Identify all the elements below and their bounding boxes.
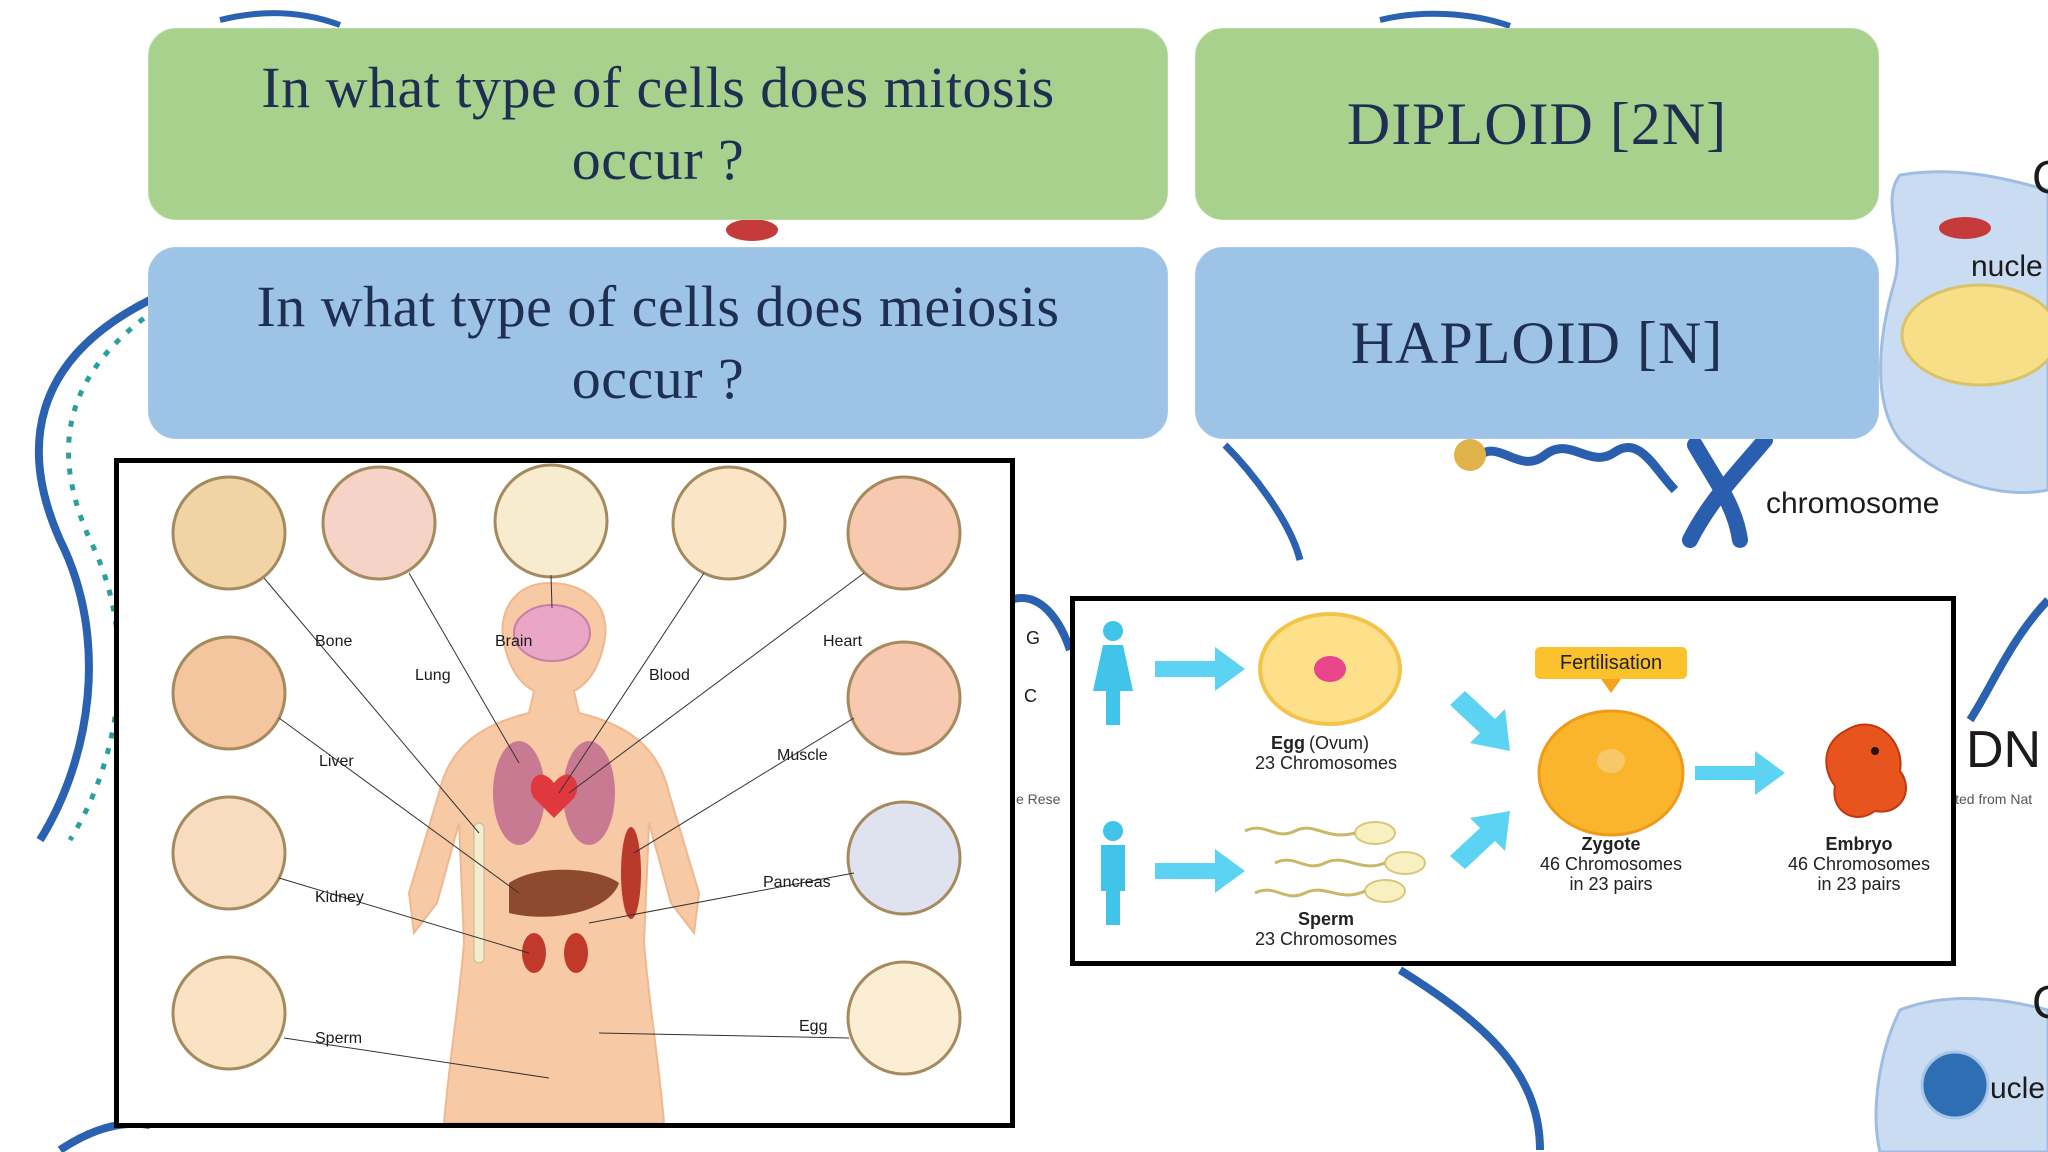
zygote-nucleus-icon bbox=[1597, 749, 1625, 773]
liver-cell-circle bbox=[171, 635, 287, 751]
muscle-cell-circle bbox=[846, 640, 962, 756]
sperm-cell-circle bbox=[171, 955, 287, 1071]
dna-strand-right bbox=[1222, 442, 1304, 561]
kidney-left-icon bbox=[522, 933, 546, 973]
chromosome-x-2 bbox=[1687, 437, 1748, 548]
female-figure-head bbox=[1103, 621, 1123, 641]
dna-strand-top bbox=[219, 10, 342, 28]
bone-icon bbox=[473, 822, 485, 964]
embryo-pairs: in 23 pairs bbox=[1817, 874, 1900, 894]
kidney-cell-circle bbox=[171, 795, 287, 911]
arrow-zygote-to-embryo bbox=[1695, 751, 1785, 795]
nucleus-label-top: nucle bbox=[1971, 250, 2043, 283]
credit-left: e Rese bbox=[1016, 791, 1061, 807]
zygote-count: 46 Chromosomes bbox=[1540, 854, 1682, 874]
sperm-title: Sperm bbox=[1298, 909, 1354, 929]
label-egg: Egg bbox=[799, 1018, 828, 1035]
arrow-sperm-to-zygote bbox=[1450, 811, 1510, 869]
mitochondrion-icon bbox=[1939, 217, 1991, 239]
dna-letter-g: G bbox=[1026, 628, 1041, 648]
label-liver: Liver bbox=[319, 753, 354, 770]
heart-icon bbox=[530, 774, 578, 818]
body-cells-illustration bbox=[171, 463, 962, 1123]
sperm-count: 23 Chromosomes bbox=[1255, 929, 1397, 949]
liver-icon bbox=[509, 869, 619, 917]
sperm-tails bbox=[1244, 826, 1386, 898]
dna-strand-bottom bbox=[1397, 966, 1544, 1151]
mitochondrion-icon-2 bbox=[726, 219, 778, 241]
lung-left-icon bbox=[493, 741, 545, 845]
male-figure-head bbox=[1103, 821, 1123, 841]
label-pancreas: Pancreas bbox=[763, 874, 831, 891]
pancreas-cell-circle bbox=[846, 800, 962, 916]
dna-label: DN bbox=[1966, 721, 2042, 779]
arrow-male-to-sperm bbox=[1155, 849, 1245, 893]
label-lung: Lung bbox=[415, 667, 451, 684]
blood-cell-circle bbox=[671, 465, 787, 581]
meiosis-question-text: In what type of cells does meiosis occur… bbox=[256, 274, 1060, 411]
embryo-eye-icon bbox=[1871, 747, 1879, 755]
egg-nucleus-icon bbox=[1314, 656, 1346, 682]
fertilisation-illustration: Fertilisation Egg (Ovum) 23 Chromosomes … bbox=[1093, 612, 1930, 949]
mitosis-question-card[interactable]: In what type of cells does mitosis occur… bbox=[148, 28, 1168, 220]
mitosis-question-text: In what type of cells does mitosis occur… bbox=[261, 55, 1055, 192]
embryo-icon bbox=[1825, 723, 1907, 818]
chromosome-coil bbox=[1477, 443, 1679, 494]
zygote-pairs: in 23 pairs bbox=[1569, 874, 1652, 894]
meiosis-question-card[interactable]: In what type of cells does meiosis occur… bbox=[148, 247, 1168, 439]
label-sperm: Sperm bbox=[315, 1030, 363, 1047]
credit-right: ited from Nat bbox=[1952, 791, 2033, 807]
embryo-title: Embryo bbox=[1825, 834, 1892, 854]
fertilisation-tag-text: Fertilisation bbox=[1560, 652, 1662, 674]
dna-strand-far-right bbox=[1966, 597, 2048, 723]
egg-title-suffix: (Ovum) bbox=[1309, 733, 1369, 753]
egg-count: 23 Chromosomes bbox=[1255, 753, 1397, 773]
male-figure-body bbox=[1101, 845, 1125, 925]
label-blood: Blood bbox=[649, 667, 690, 684]
fertilisation-image: Fertilisation Egg (Ovum) 23 Chromosomes … bbox=[1070, 596, 1956, 966]
partial-c-top: C bbox=[2032, 150, 2048, 204]
leader-lines bbox=[263, 572, 865, 1079]
dna-strand-top-2 bbox=[1379, 10, 1511, 29]
chromosome-bead bbox=[1454, 439, 1486, 471]
chromosome-label: chromosome bbox=[1766, 487, 1940, 520]
fertilisation-tag-arrow bbox=[1601, 679, 1621, 693]
embryo-count: 46 Chromosomes bbox=[1788, 854, 1930, 874]
dna-strand-left bbox=[34, 296, 152, 843]
egg-cell-circle bbox=[846, 960, 962, 1076]
arrow-egg-to-zygote bbox=[1450, 691, 1510, 751]
lung-cell-circle bbox=[321, 465, 437, 581]
human-body-silhouette bbox=[407, 581, 701, 1123]
label-bone: Bone bbox=[315, 633, 353, 650]
label-brain: Brain bbox=[495, 633, 533, 650]
nucleus-label-bottom: ucle bbox=[1990, 1072, 2046, 1105]
heart-cell-circle bbox=[846, 475, 962, 591]
brain-cell-circle bbox=[493, 463, 609, 579]
label-heart: Heart bbox=[823, 633, 863, 650]
egg-title: Egg bbox=[1271, 733, 1305, 753]
dna-letter-c: C bbox=[1024, 686, 1037, 706]
dna-strand-mid bbox=[1008, 594, 1074, 652]
label-muscle: Muscle bbox=[777, 747, 828, 764]
female-figure-body bbox=[1093, 645, 1133, 725]
mitosis-answer-text: DIPLOID [2N] bbox=[1346, 90, 1728, 157]
partial-c-bottom: C bbox=[2032, 975, 2048, 1029]
kidney-right-icon bbox=[564, 933, 588, 973]
bone-cell-circle bbox=[171, 475, 287, 591]
cell-nucleus-top-right bbox=[1900, 283, 2048, 387]
meiosis-answer-text: HAPLOID [N] bbox=[1350, 309, 1724, 376]
slide-nav-dot bbox=[1920, 1050, 1990, 1120]
sperm-cells-icon bbox=[1354, 821, 1426, 903]
label-kidney: Kidney bbox=[315, 889, 364, 906]
arrow-female-to-egg bbox=[1155, 647, 1245, 691]
fertilisation-tag-bg bbox=[1535, 647, 1687, 679]
muscle-icon bbox=[621, 827, 641, 919]
mitosis-answer-card[interactable]: DIPLOID [2N] bbox=[1195, 28, 1879, 220]
zygote-title: Zygote bbox=[1581, 834, 1640, 854]
meiosis-answer-card[interactable]: HAPLOID [N] bbox=[1195, 247, 1879, 439]
body-cells-image: Bone Lung Brain Liver Kidney Sperm Blood… bbox=[114, 458, 1015, 1128]
